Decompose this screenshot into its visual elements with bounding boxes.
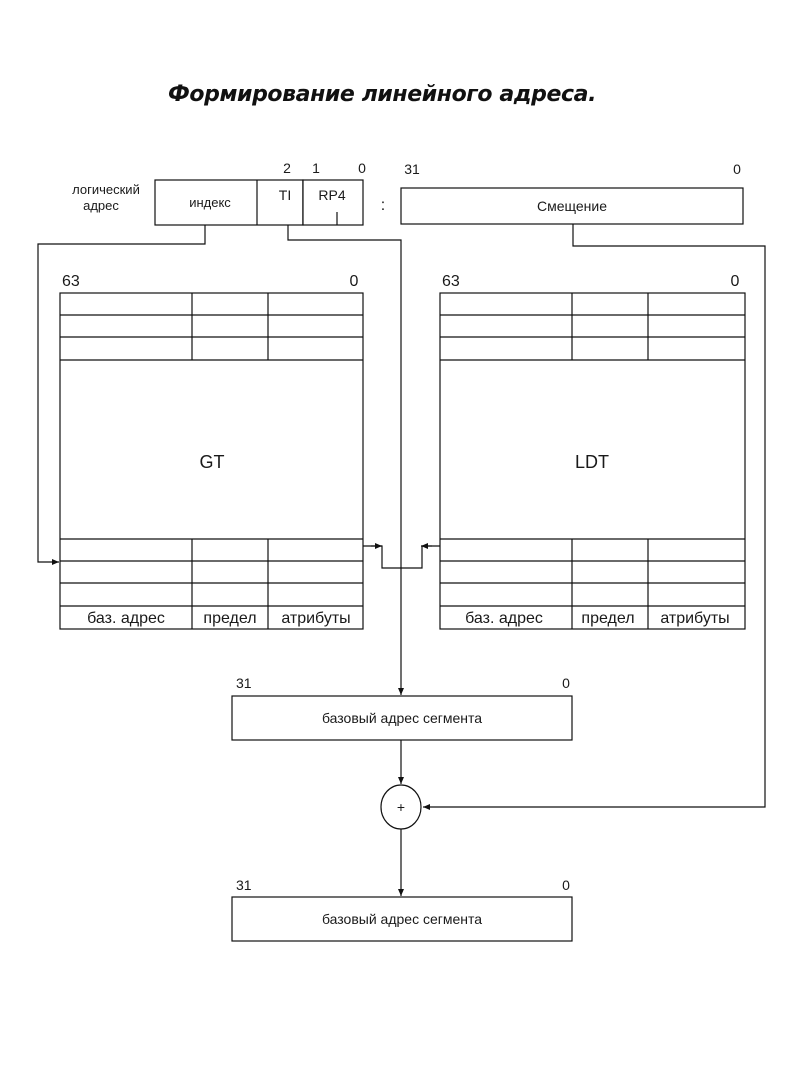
index-to-gdt-arrow [37, 225, 206, 565]
ldt-to-mux-line [401, 545, 440, 569]
ldt-col-base-label: баз. адрес [465, 610, 543, 627]
linear-address-label: базовый адрес сегмента [322, 911, 482, 927]
gdt-col-limit-label: предел [203, 610, 256, 627]
ldt-bit-low-label: 0 [731, 273, 740, 290]
ti-to-mux-line [287, 225, 402, 562]
ldt-col-attrs-label: атрибуты [660, 610, 729, 627]
ldt-table [439, 292, 746, 630]
segment-base-box [231, 695, 573, 741]
separator-colon: : [381, 197, 385, 214]
linear-bit-high-label: 31 [236, 877, 252, 893]
selector-box [154, 179, 304, 226]
gdt-name-label: GT [200, 452, 225, 472]
ldt-bit-high-label: 63 [442, 273, 460, 290]
rpl-field-label: RP4 [318, 187, 345, 203]
offset-box [400, 187, 744, 225]
logical-address-label-line2: адрес [83, 198, 119, 213]
gdt-bit-low-label: 0 [350, 273, 359, 290]
linear-address-box [231, 896, 573, 942]
bit-2-label: 2 [283, 160, 291, 176]
ti-field-label: TI [279, 187, 291, 203]
base-bit-high-label: 31 [236, 675, 252, 691]
segment-base-label: базовый адрес сегмента [322, 710, 482, 726]
gdt-to-mux-line [363, 545, 401, 569]
bit-1-label: 1 [312, 160, 320, 176]
bit-0-label: 0 [358, 160, 366, 176]
gdt-table [59, 292, 364, 630]
offset-label: Смещение [537, 198, 607, 214]
adder-plus-sign: + [397, 799, 405, 815]
gdt-bit-high-label: 63 [62, 273, 80, 290]
ldt-col-limit-label: предел [581, 610, 634, 627]
diagram-title: Формирование линейного адреса. [168, 82, 597, 107]
linear-bit-low-label: 0 [562, 877, 570, 893]
offset-to-adder-arrow [423, 224, 766, 810]
offset-bit-0-label: 0 [733, 161, 741, 177]
gdt-col-base-label: баз. адрес [87, 610, 165, 627]
rpl-field [302, 179, 364, 226]
ldt-name-label: LDT [575, 452, 609, 472]
logical-address-label-line1: логический [72, 182, 140, 197]
index-field-label: индекс [189, 195, 231, 210]
base-bit-low-label: 0 [562, 675, 570, 691]
gdt-col-attrs-label: атрибуты [281, 610, 350, 627]
offset-bit-31-label: 31 [404, 161, 420, 177]
